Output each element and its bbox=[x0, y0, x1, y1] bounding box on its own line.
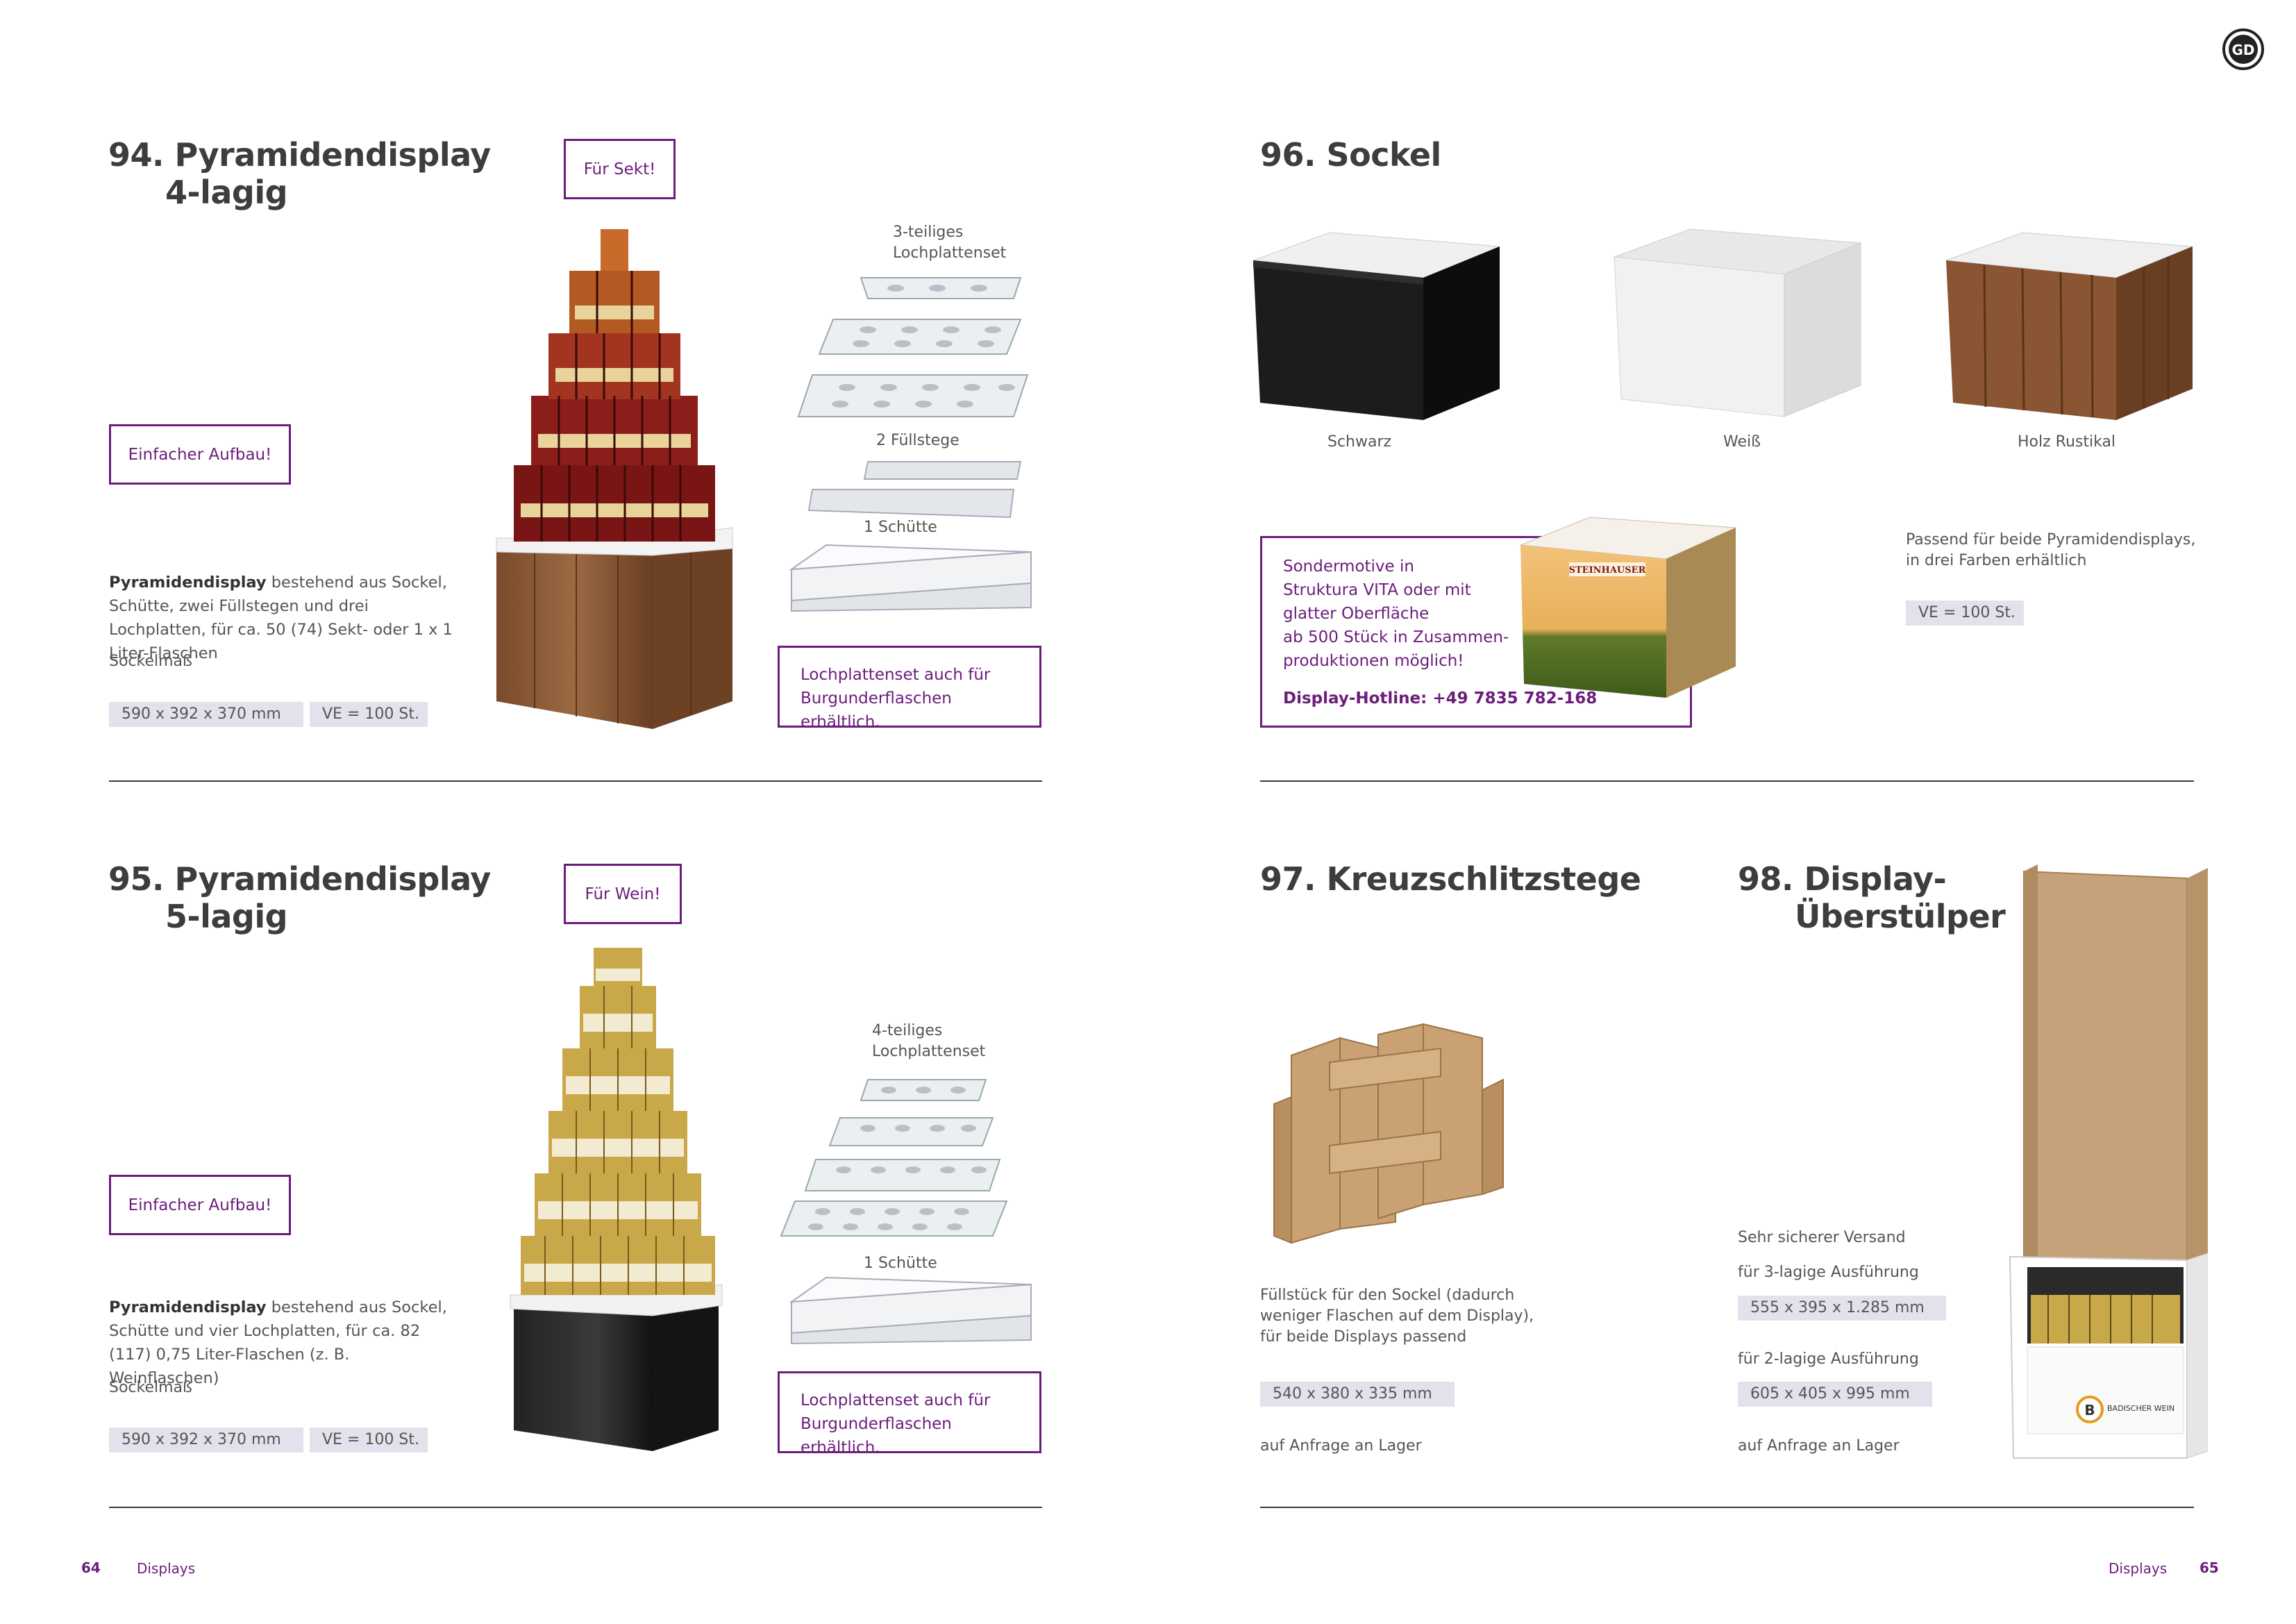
tag-fuer-wein: Für Wein! bbox=[564, 864, 682, 924]
svg-text:B: B bbox=[2084, 1402, 2095, 1418]
sockel-motiv-image: STEINHAUSER bbox=[1520, 517, 1736, 698]
divider-98 bbox=[1260, 1507, 2194, 1508]
title-line1: 94. Pyramidendisplay bbox=[108, 136, 491, 174]
part-line1: 4-teiliges bbox=[872, 1022, 943, 1039]
section-95-description: Pyramidendisplay bestehend aus Sockel, S… bbox=[109, 1296, 456, 1390]
note-line3: glatter Oberfläche bbox=[1283, 605, 1430, 623]
sockel-holz-image bbox=[1945, 232, 2193, 420]
note-burgunder-95: Lochplattenset auch für Burgunderflasche… bbox=[778, 1371, 1041, 1457]
box-brand-badischer-wein: BADISCHER WEIN bbox=[2107, 1404, 2175, 1413]
section-label-right: Displays bbox=[2109, 1560, 2168, 1577]
page-number-left: 64 bbox=[81, 1559, 101, 1576]
section-98-title: 98. Display- Überstülper bbox=[1738, 860, 2006, 935]
logo-text: GD bbox=[2231, 42, 2254, 58]
schuette-image bbox=[789, 1276, 1032, 1345]
divider-94 bbox=[109, 780, 1042, 782]
stock-note: auf Anfrage an Lager bbox=[1738, 1437, 1900, 1455]
tag-einfacher-aufbau: Einfacher Aufbau! bbox=[109, 424, 291, 485]
pyramid-sekt-image bbox=[496, 229, 733, 729]
title-line2: Überstülper bbox=[1795, 898, 2006, 935]
note-line2: Struktura VITA oder mit bbox=[1283, 581, 1471, 599]
note-line2: Burgunderflaschen erhältlich. bbox=[801, 1415, 952, 1457]
section-97-title: 97. Kreuzschlitzstege bbox=[1260, 860, 1641, 898]
label-3-lagig: für 3-lagige Ausführung bbox=[1738, 1264, 1919, 1281]
note-line5: produktionen möglich! bbox=[1283, 652, 1464, 670]
note-line1: Lochplattenset auch für bbox=[801, 666, 991, 684]
ve-chip: VE = 100 St. bbox=[1906, 601, 2024, 626]
desc-line3: für beide Displays passend bbox=[1260, 1328, 1467, 1346]
variant-label-weiss: Weiß bbox=[1723, 433, 1761, 451]
tag-einfacher-aufbau: Einfacher Aufbau! bbox=[109, 1175, 291, 1235]
divider-96 bbox=[1260, 780, 2194, 782]
part-line1: 3-teiliges bbox=[893, 224, 964, 241]
note-line4: ab 500 Stück in Zusammen- bbox=[1283, 628, 1509, 646]
desc-line1: Füllstück für den Sockel (dadurch bbox=[1260, 1287, 1515, 1304]
desc-bold: Pyramidendisplay bbox=[109, 574, 267, 592]
desc-rest: bestehend aus Sockel, Schütte und vier L… bbox=[109, 1298, 447, 1387]
title-line2: 5-lagig bbox=[165, 898, 288, 935]
divider-95 bbox=[109, 1507, 1042, 1508]
dims-2-lagig-chip: 605 x 405 x 995 mm bbox=[1738, 1382, 1932, 1407]
box-brand-steinhauser: STEINHAUSER bbox=[1569, 565, 1646, 576]
title-line1: 95. Pyramidendisplay bbox=[108, 860, 491, 898]
note-line2: Burgunderflaschen erhältlich. bbox=[801, 689, 952, 731]
part-fuellstege: 2 Füllstege bbox=[876, 432, 960, 449]
section-98-description: Sehr sicherer Versand bbox=[1738, 1229, 1906, 1246]
dims-chip: 540 x 380 x 335 mm bbox=[1260, 1382, 1455, 1407]
section-96-title: 96. Sockel bbox=[1260, 136, 1441, 174]
page-number-right: 65 bbox=[2199, 1559, 2219, 1576]
lochplatten-image bbox=[797, 277, 1029, 417]
display-hotline: Display-Hotline: +49 7835 782-168 bbox=[1283, 689, 1598, 708]
section-label-left: Displays bbox=[137, 1560, 196, 1577]
desc-bold: Pyramidendisplay bbox=[109, 1298, 267, 1316]
part-lochplattenset: 3-teiliges Lochplattenset bbox=[893, 222, 1006, 264]
dims-3-lagig-chip: 555 x 395 x 1.285 mm bbox=[1738, 1296, 1946, 1321]
ve-chip: VE = 100 St. bbox=[310, 1428, 428, 1453]
section-95-title: 95. Pyramidendisplay 5-lagig bbox=[108, 860, 491, 935]
section-97-description: Füllstück für den Sockel (dadurch wenige… bbox=[1260, 1285, 1534, 1348]
desc-rest: bestehend aus Sockel, Schütte, zwei Füll… bbox=[109, 574, 453, 662]
note-burgunder-94: Lochplattenset auch für Burgunderflasche… bbox=[778, 646, 1041, 731]
brand-logo: GD bbox=[2222, 28, 2265, 71]
fuellstege-image bbox=[807, 461, 1022, 519]
part-schuette: 1 Schütte bbox=[864, 519, 937, 536]
desc-line1: Passend für beide Pyramidendisplays, bbox=[1906, 531, 2196, 549]
note-line1: Sondermotive in bbox=[1283, 558, 1414, 576]
part-line2: Lochplattenset bbox=[872, 1043, 986, 1060]
sockel-schwarz-image bbox=[1252, 232, 1500, 420]
display-ueberstuelper-image: B BADISCHER WEIN bbox=[2009, 864, 2208, 1459]
title-line2: 4-lagig bbox=[165, 174, 288, 211]
title-line1: 98. Display- bbox=[1738, 860, 1947, 898]
dims-chip: 590 x 392 x 370 mm bbox=[109, 1428, 303, 1453]
tag-fuer-sekt: Für Sekt! bbox=[564, 139, 676, 199]
ve-chip: VE = 100 St. bbox=[310, 702, 428, 727]
note-line1: Lochplattenset auch für bbox=[801, 1391, 991, 1409]
part-line2: Lochplattenset bbox=[893, 244, 1007, 262]
kreuzschlitzstege-image bbox=[1273, 1023, 1504, 1244]
label-2-lagig: für 2-lagige Ausführung bbox=[1738, 1350, 1919, 1368]
variant-label-schwarz: Schwarz bbox=[1327, 433, 1392, 451]
stock-note: auf Anfrage an Lager bbox=[1260, 1437, 1422, 1455]
desc-line2: weniger Flaschen auf dem Display), bbox=[1260, 1307, 1534, 1325]
lochplatten-image bbox=[780, 1079, 1008, 1237]
part-lochplattenset: 4-teiliges Lochplattenset bbox=[872, 1021, 985, 1062]
section-94-description: Pyramidendisplay bestehend aus Sockel, S… bbox=[109, 571, 463, 665]
desc-line2: in drei Farben erhältlich bbox=[1906, 552, 2087, 569]
variant-label-holz: Holz Rustikal bbox=[2018, 433, 2116, 451]
pyramid-wein-image bbox=[510, 948, 723, 1451]
schuette-image bbox=[789, 544, 1032, 612]
sockel-weiss-image bbox=[1614, 228, 1861, 417]
part-schuette: 1 Schütte bbox=[864, 1255, 937, 1272]
base-label: Sockelmaß bbox=[109, 653, 192, 670]
base-label: Sockelmaß bbox=[109, 1379, 192, 1396]
section-94-title: 94. Pyramidendisplay 4-lagig bbox=[108, 136, 491, 211]
dims-chip: 590 x 392 x 370 mm bbox=[109, 702, 303, 727]
section-96-description: Passend für beide Pyramidendisplays, in … bbox=[1906, 530, 2195, 571]
